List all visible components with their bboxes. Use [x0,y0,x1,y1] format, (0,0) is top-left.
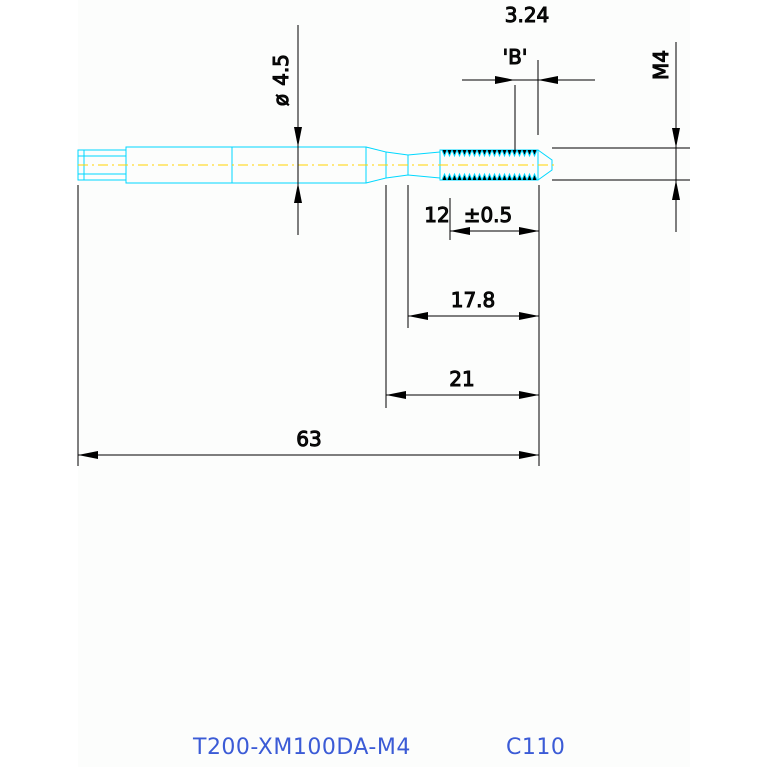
title-block: T200-XM100DA-M4 C110 [0,735,767,767]
dimensions: 4.5 ø 3.24 'B' M4 12 ±0.5 17.8 21 63 [77,3,690,466]
thread-tolerance-label: ±0.5 [464,203,513,227]
drawing-code: C110 [506,735,566,760]
shank-diameter-label: 4.5 [269,54,293,86]
diameter-symbol: ø [269,94,293,106]
part-number: T200-XM100DA-M4 [193,735,411,760]
thread-size-label: M4 [649,50,673,80]
neck-length-label: 17.8 [451,288,496,312]
thread-length-label: 12 [424,203,449,227]
sheet-background [78,0,690,767]
overall-length-label: 63 [296,427,321,451]
flute-offset-label: 3.24 [505,3,550,27]
view-label: 'B' [503,45,528,69]
body-length-label: 21 [449,367,474,391]
thread-teeth [441,149,538,181]
